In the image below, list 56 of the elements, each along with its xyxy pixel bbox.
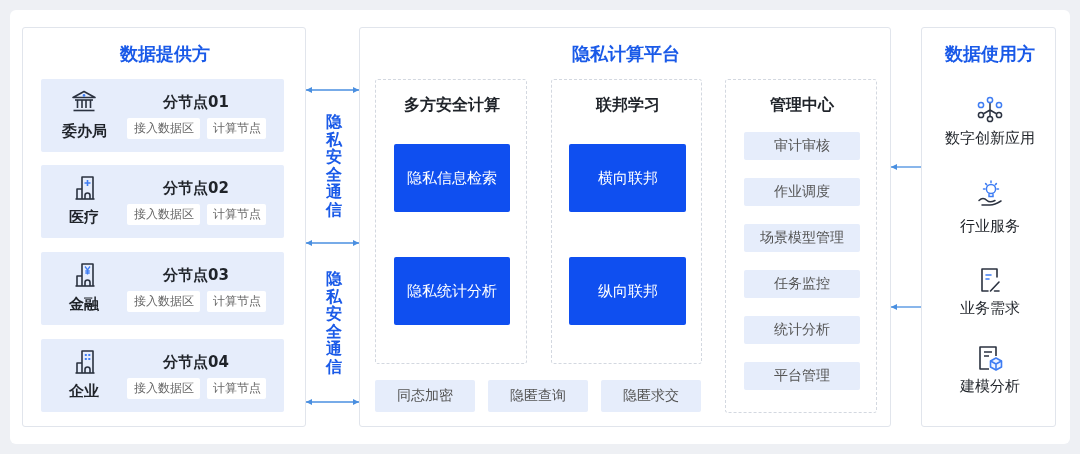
vertical-label: 隐私安全通信 <box>326 113 342 219</box>
function-item: 任务监控 <box>744 270 860 298</box>
double-arrow <box>305 399 360 405</box>
panel-title: 数据提供方 <box>120 42 210 66</box>
double-arrow <box>305 240 360 246</box>
section-panel <box>22 27 306 427</box>
function-item: 作业调度 <box>744 178 860 206</box>
dashed-group <box>725 79 877 413</box>
tag-chip: 计算节点 <box>207 291 266 312</box>
branch-card <box>41 339 284 412</box>
tag-chip: 接入数据区 <box>127 378 200 399</box>
tag-chip: 计算节点 <box>207 378 266 399</box>
category-label: 金融 <box>69 294 99 314</box>
technique-chip: 同态加密 <box>375 380 475 412</box>
function-item: 场景模型管理 <box>744 224 860 252</box>
tag-chip: 接入数据区 <box>127 204 200 225</box>
double-arrow <box>305 87 360 93</box>
vertical-label: 隐私安全通信 <box>326 270 342 376</box>
branch-title: 分节点03 <box>163 265 229 285</box>
application-label: 业务需求 <box>959 298 1020 318</box>
method-block: 横向联邦 <box>569 144 686 212</box>
function-item: 平台管理 <box>744 362 860 390</box>
tag-chip: 计算节点 <box>207 204 266 225</box>
method-block: 纵向联邦 <box>569 257 686 325</box>
panel-title: 数据使用方 <box>944 42 1035 66</box>
application-label: 数字创新应用 <box>944 128 1035 148</box>
method-block: 隐私信息检索 <box>394 144 510 212</box>
group-title: 多方安全计算 <box>404 95 500 115</box>
branch-title: 分节点04 <box>163 352 229 372</box>
application-label: 行业服务 <box>959 216 1020 236</box>
tag-chip: 接入数据区 <box>127 291 200 312</box>
category-label: 医疗 <box>69 207 99 227</box>
arrow <box>890 304 922 310</box>
dashed-group <box>375 79 527 364</box>
tag-chip: 计算节点 <box>207 118 266 139</box>
method-block: 隐私统计分析 <box>394 257 510 325</box>
category-label: 委办局 <box>61 121 107 141</box>
branch-card <box>41 79 284 152</box>
category-label: 企业 <box>69 381 99 401</box>
branch-title: 分节点02 <box>163 178 229 198</box>
application-label: 建模分析 <box>959 376 1020 396</box>
function-item: 统计分析 <box>744 316 860 344</box>
dashed-group <box>551 79 702 364</box>
group-title: 管理中心 <box>770 95 834 115</box>
panel-title: 隐私计算平台 <box>572 42 680 66</box>
tag-chip: 接入数据区 <box>127 118 200 139</box>
branch-card <box>41 252 284 325</box>
technique-chip: 隐匿查询 <box>488 380 588 412</box>
section-panel <box>359 27 891 427</box>
branch-title: 分节点01 <box>163 92 229 112</box>
group-title: 联邦学习 <box>595 95 660 115</box>
function-item: 审计审核 <box>744 132 860 160</box>
arrow <box>890 164 922 170</box>
branch-card <box>41 165 284 238</box>
technique-chip: 隐匿求交 <box>601 380 701 412</box>
section-panel <box>921 27 1056 427</box>
